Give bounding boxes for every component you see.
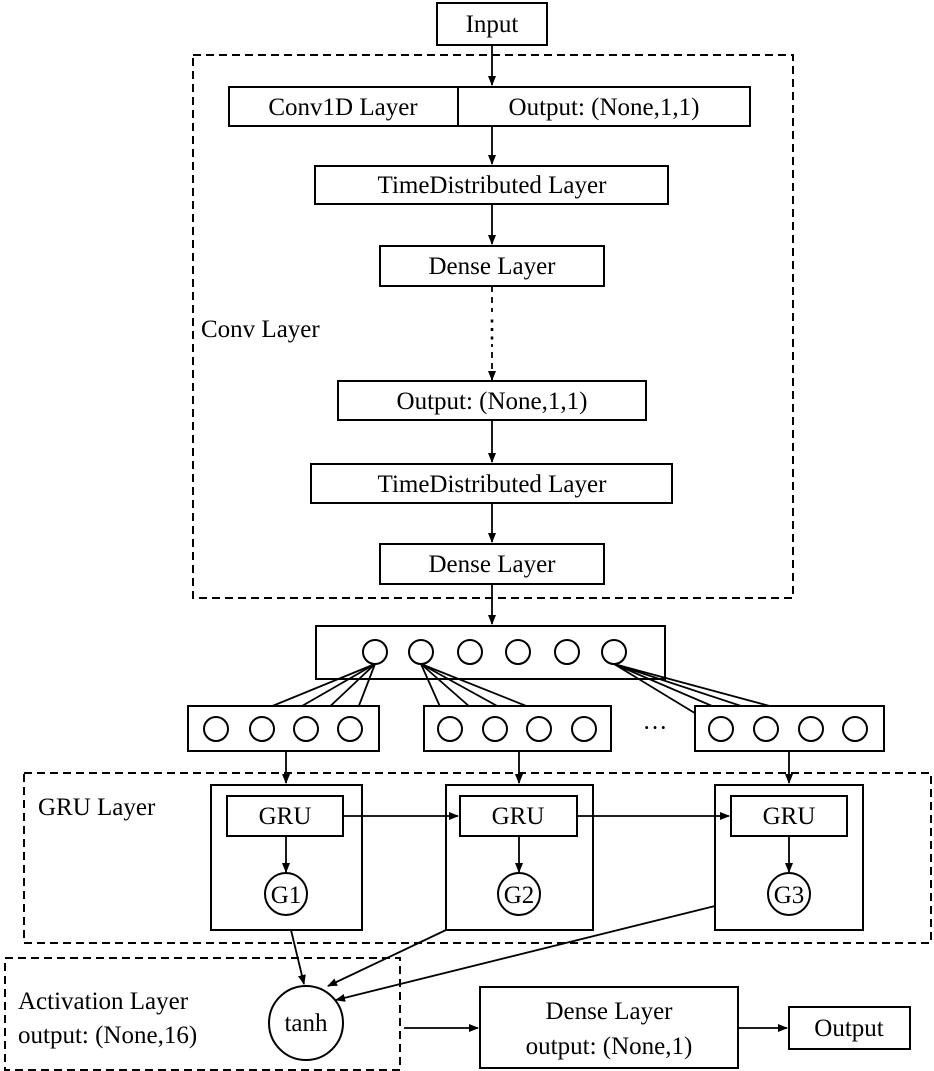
neuron-2 [408,639,434,665]
group2-neuron-4 [571,716,597,742]
group2-neuron-3 [526,716,552,742]
conv1d-label: Conv1D Layer [268,94,418,121]
final-dense-box [479,986,739,1069]
conv-layer-group [192,54,794,599]
mid-output-label: Output: (None,1,1) [397,388,588,415]
activation-label: Activation Layer [18,988,189,1015]
time-distributed-label-1: TimeDistributed Layer [378,172,608,199]
tanh-node [268,985,344,1061]
conv-group-label: Conv Layer [201,316,320,343]
mid-output-box [337,380,647,421]
output-box [788,1006,911,1050]
group2-neuron-1 [437,716,463,742]
group3-neuron-4 [842,716,868,742]
tanh-label: tanh [284,1010,328,1037]
neuron-5 [554,639,580,665]
g3-node [767,872,811,916]
gru-group-label: GRU Layer [38,794,156,821]
vertical-ellipsis: ⋮ [480,316,505,343]
input-label: Input [466,11,519,38]
gru-label-1: GRU [259,803,312,830]
final-dense-label: Dense Layer [545,998,673,1025]
arrow-g2-to-tanh [327,929,447,987]
neuron-4 [505,639,531,665]
output-label: Output [814,1015,884,1042]
horizontal-ellipsis: ··· [643,715,668,742]
conv1d-output-label: Output: (None,1,1) [509,94,700,121]
neuron-6 [601,639,627,665]
neuron-1 [362,639,388,665]
group3-neuron-1 [708,716,734,742]
group3-neuron-2 [753,716,779,742]
final-dense-output-label: output: (None,1) [526,1033,693,1060]
g2-label: G2 [504,882,535,909]
group1-neuron-1 [203,716,229,742]
input-box [436,2,548,46]
gru-box-1 [226,795,344,837]
conv1d-output-box [457,86,751,127]
group1-neuron-2 [249,716,275,742]
g3-label: G3 [774,882,805,909]
g1-label: G1 [271,882,302,909]
group1-neuron-3 [293,716,319,742]
dense-label-1: Dense Layer [428,253,556,280]
time-distributed-box-2 [310,463,673,504]
activation-layer-group [4,957,401,1071]
arrow-g1-to-tanh [290,929,306,985]
activation-output-label: output: (None,16) [18,1022,197,1049]
gru-label-2: GRU [492,803,545,830]
gru-box-2 [459,795,578,837]
gru-box-3 [730,795,848,837]
group2-neuron-2 [482,716,508,742]
arrow-g3-to-tanh [335,905,716,1002]
gru-label-3: GRU [763,803,816,830]
dense-box-1 [379,245,605,287]
neuron-3 [457,639,483,665]
group3-neuron-3 [798,716,824,742]
dense-label-2: Dense Layer [428,551,556,578]
g1-node [264,872,308,916]
ellipsis-background [478,312,506,344]
g2-node [497,872,541,916]
group1-neuron-4 [337,716,363,742]
gru-layer-group [23,772,932,944]
time-distributed-label-2: TimeDistributed Layer [378,471,608,498]
